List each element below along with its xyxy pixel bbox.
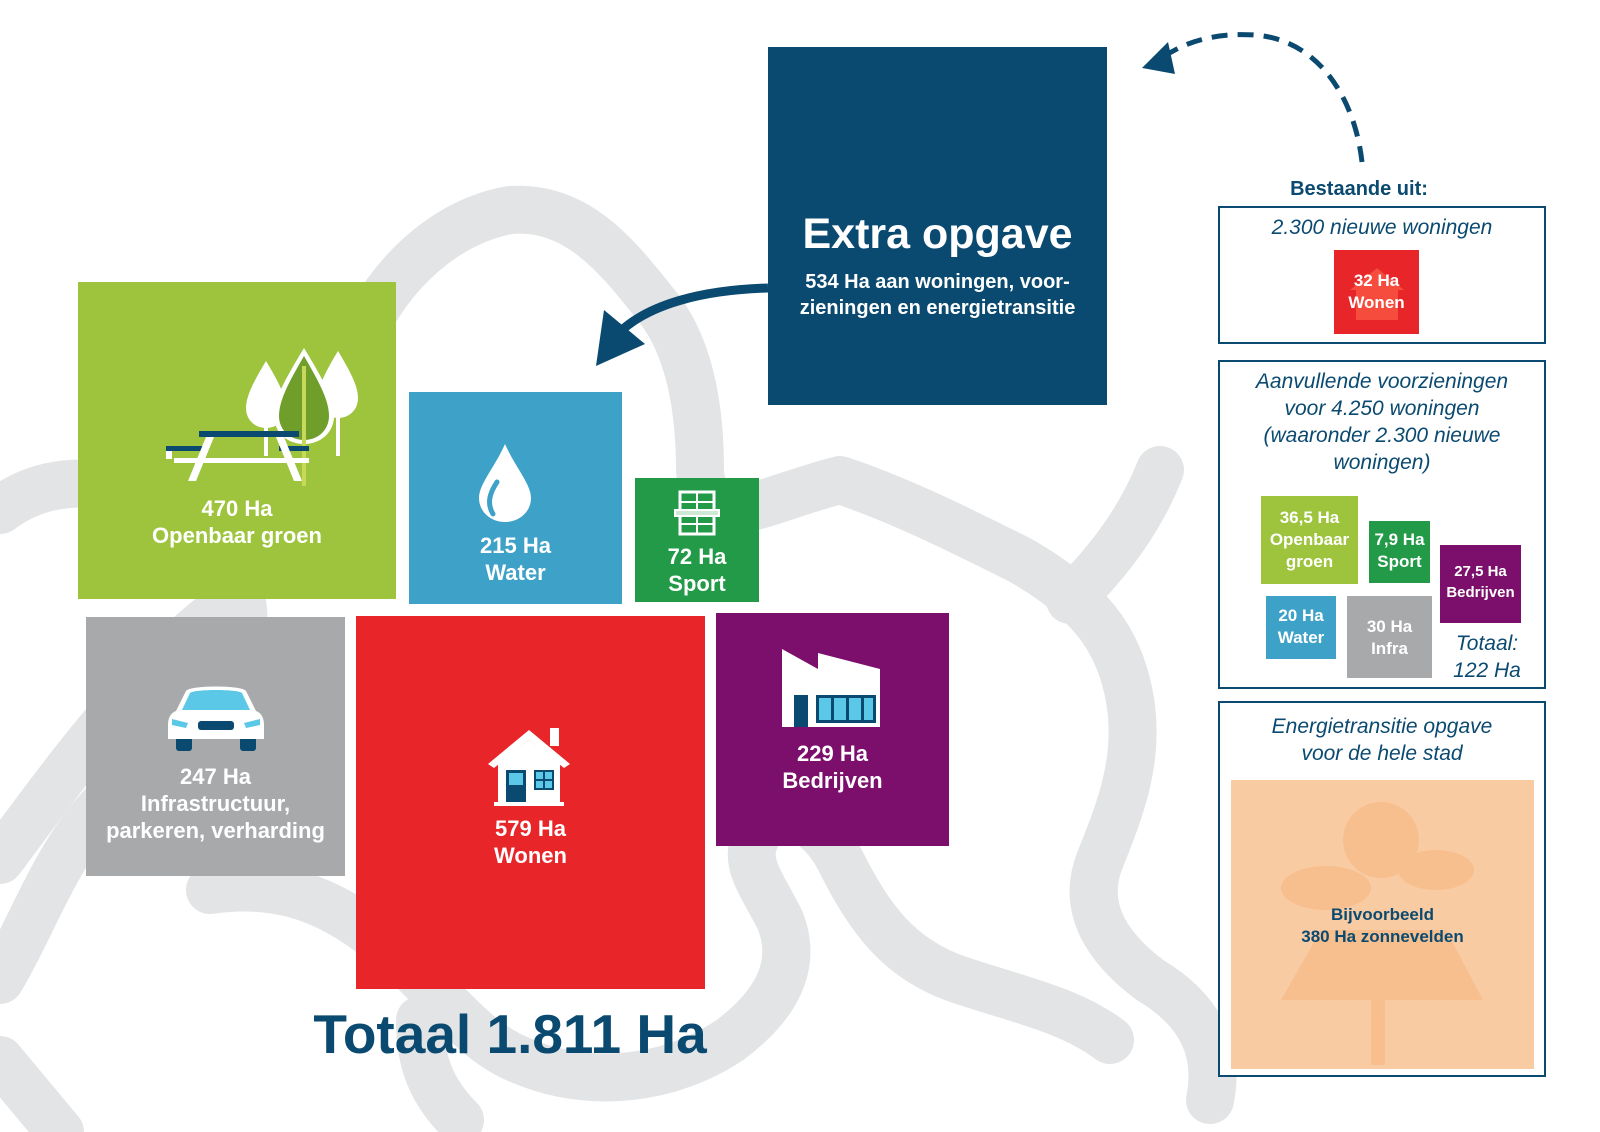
infra-value: 247 Ha xyxy=(180,764,251,789)
totaal-label: Totaal: xyxy=(1455,632,1519,655)
wonen-label: Wonen xyxy=(494,843,567,868)
mini-bedrijven: 27,5 Ha Bedrijven xyxy=(1440,545,1521,623)
zonnevelden-box: Bijvoorbeeld 380 Ha zonnevelden xyxy=(1231,780,1534,1069)
tile-water: 215 Ha Water xyxy=(409,392,622,604)
mini-wonen-label: Wonen xyxy=(1348,293,1405,312)
tile-openbaar-groen: 470 Ha Openbaar groen xyxy=(78,282,396,599)
water-drop-icon xyxy=(479,444,531,522)
tile-bedrijven: 229 Ha Bedrijven xyxy=(716,613,949,846)
panel-energietransitie: Energietransitie opgave voor de hele sta… xyxy=(1218,701,1546,1077)
dashed-arrow-icon xyxy=(1160,32,1365,163)
mini-sport-value: 7,9 Ha xyxy=(1374,530,1425,549)
panel1-caption: 2.300 nieuwe woningen xyxy=(1271,216,1493,239)
mini-openbaar-groen: 36,5 Ha Openbaar groen xyxy=(1261,496,1358,584)
extra-opgave-title: Extra opgave xyxy=(802,210,1073,258)
mini-sport: 7,9 Ha Sport xyxy=(1369,521,1430,583)
trees-picnic-icon xyxy=(166,348,358,486)
totaal-value: 122 Ha xyxy=(1453,659,1521,682)
total-label: Totaal 1.811 Ha xyxy=(313,1003,707,1065)
panel2-caption-line4: woningen) xyxy=(1333,451,1431,474)
house-faint-icon xyxy=(1350,268,1404,320)
groen-label: Openbaar groen xyxy=(152,523,322,548)
mini-infra: 30 Ha Infra xyxy=(1347,596,1432,678)
mini-bedrijven-value: 27,5 Ha xyxy=(1454,563,1507,580)
mini-groen-line1: Openbaar xyxy=(1269,530,1350,549)
mini-wonen-value: 32 Ha xyxy=(1353,271,1400,290)
panel2-caption-line3: (waaronder 2.300 nieuwe xyxy=(1263,424,1501,447)
side-heading: Bestaande uit: xyxy=(1290,178,1428,200)
extra-opgave-box: Extra opgave 534 Ha aan woningen, voor- … xyxy=(768,47,1107,405)
extra-opgave-line2: zieningen en energietransitie xyxy=(799,297,1076,319)
panel3-caption-line1: Energietransitie opgave xyxy=(1271,715,1493,738)
panel2-caption-line2: voor 4.250 woningen xyxy=(1284,397,1480,420)
mini-wonen: 32 Ha Wonen xyxy=(1334,250,1419,334)
arrow-to-groen-icon xyxy=(619,283,769,334)
car-icon xyxy=(168,686,264,751)
arrowhead-left-icon xyxy=(596,310,645,366)
house-icon xyxy=(488,728,570,806)
mini-water-value: 20 Ha xyxy=(1278,606,1324,625)
tile-sport: 72 Ha Sport xyxy=(635,478,759,602)
panel2-caption-line1: Aanvullende voorzieningen xyxy=(1255,370,1509,393)
panel-voorzieningen: Aanvullende voorzieningen voor 4.250 won… xyxy=(1218,360,1546,689)
bedrijven-value: 229 Ha xyxy=(797,741,868,766)
sport-value: 72 Ha xyxy=(667,544,727,569)
panel-nieuwe-woningen: 2.300 nieuwe woningen 32 Ha Wonen xyxy=(1218,206,1546,344)
mini-groen-value: 36,5 Ha xyxy=(1279,508,1340,527)
infra-line2: parkeren, verharding xyxy=(106,818,325,843)
extra-opgave-line1: 534 Ha aan woningen, voor- xyxy=(805,271,1070,293)
mini-sport-label: Sport xyxy=(1377,552,1422,571)
panel2-caption: Aanvullende voorzieningen voor 4.250 won… xyxy=(1220,368,1544,476)
groen-value: 470 Ha xyxy=(201,496,273,521)
mini-water: 20 Ha Water xyxy=(1266,596,1336,659)
sport-label: Sport xyxy=(668,571,726,596)
mini-water-label: Water xyxy=(1277,628,1325,647)
tile-infrastructuur: 247 Ha Infrastructuur, parkeren, verhard… xyxy=(86,617,345,876)
water-value: 215 Ha xyxy=(480,533,551,558)
zonnevelden-line2: 380 Ha zonnevelden xyxy=(1301,927,1464,946)
water-label: Water xyxy=(485,560,546,585)
wonen-value: 579 Ha xyxy=(495,816,566,841)
factory-icon xyxy=(782,649,880,727)
totaal-voorzieningen: Totaal: 122 Ha xyxy=(1442,630,1532,684)
infra-line1: Infrastructuur, xyxy=(140,791,291,816)
solar-panel-sun-icon xyxy=(1281,802,1483,1065)
dashed-arrowhead-icon xyxy=(1142,42,1175,74)
panel3-caption: Energietransitie opgave voor de hele sta… xyxy=(1220,713,1544,767)
mini-infra-label: Infra xyxy=(1371,639,1408,658)
bedrijven-label: Bedrijven xyxy=(782,768,883,793)
mini-bedrijven-label: Bedrijven xyxy=(1446,584,1515,601)
mini-infra-value: 30 Ha xyxy=(1366,617,1413,636)
zonnevelden-line1: Bijvoorbeeld xyxy=(1331,905,1434,924)
mini-groen-line2: groen xyxy=(1285,552,1334,571)
tennis-court-icon xyxy=(674,490,720,536)
panel3-caption-line2: voor de hele stad xyxy=(1301,742,1463,765)
tile-wonen: 579 Ha Wonen xyxy=(356,616,705,989)
